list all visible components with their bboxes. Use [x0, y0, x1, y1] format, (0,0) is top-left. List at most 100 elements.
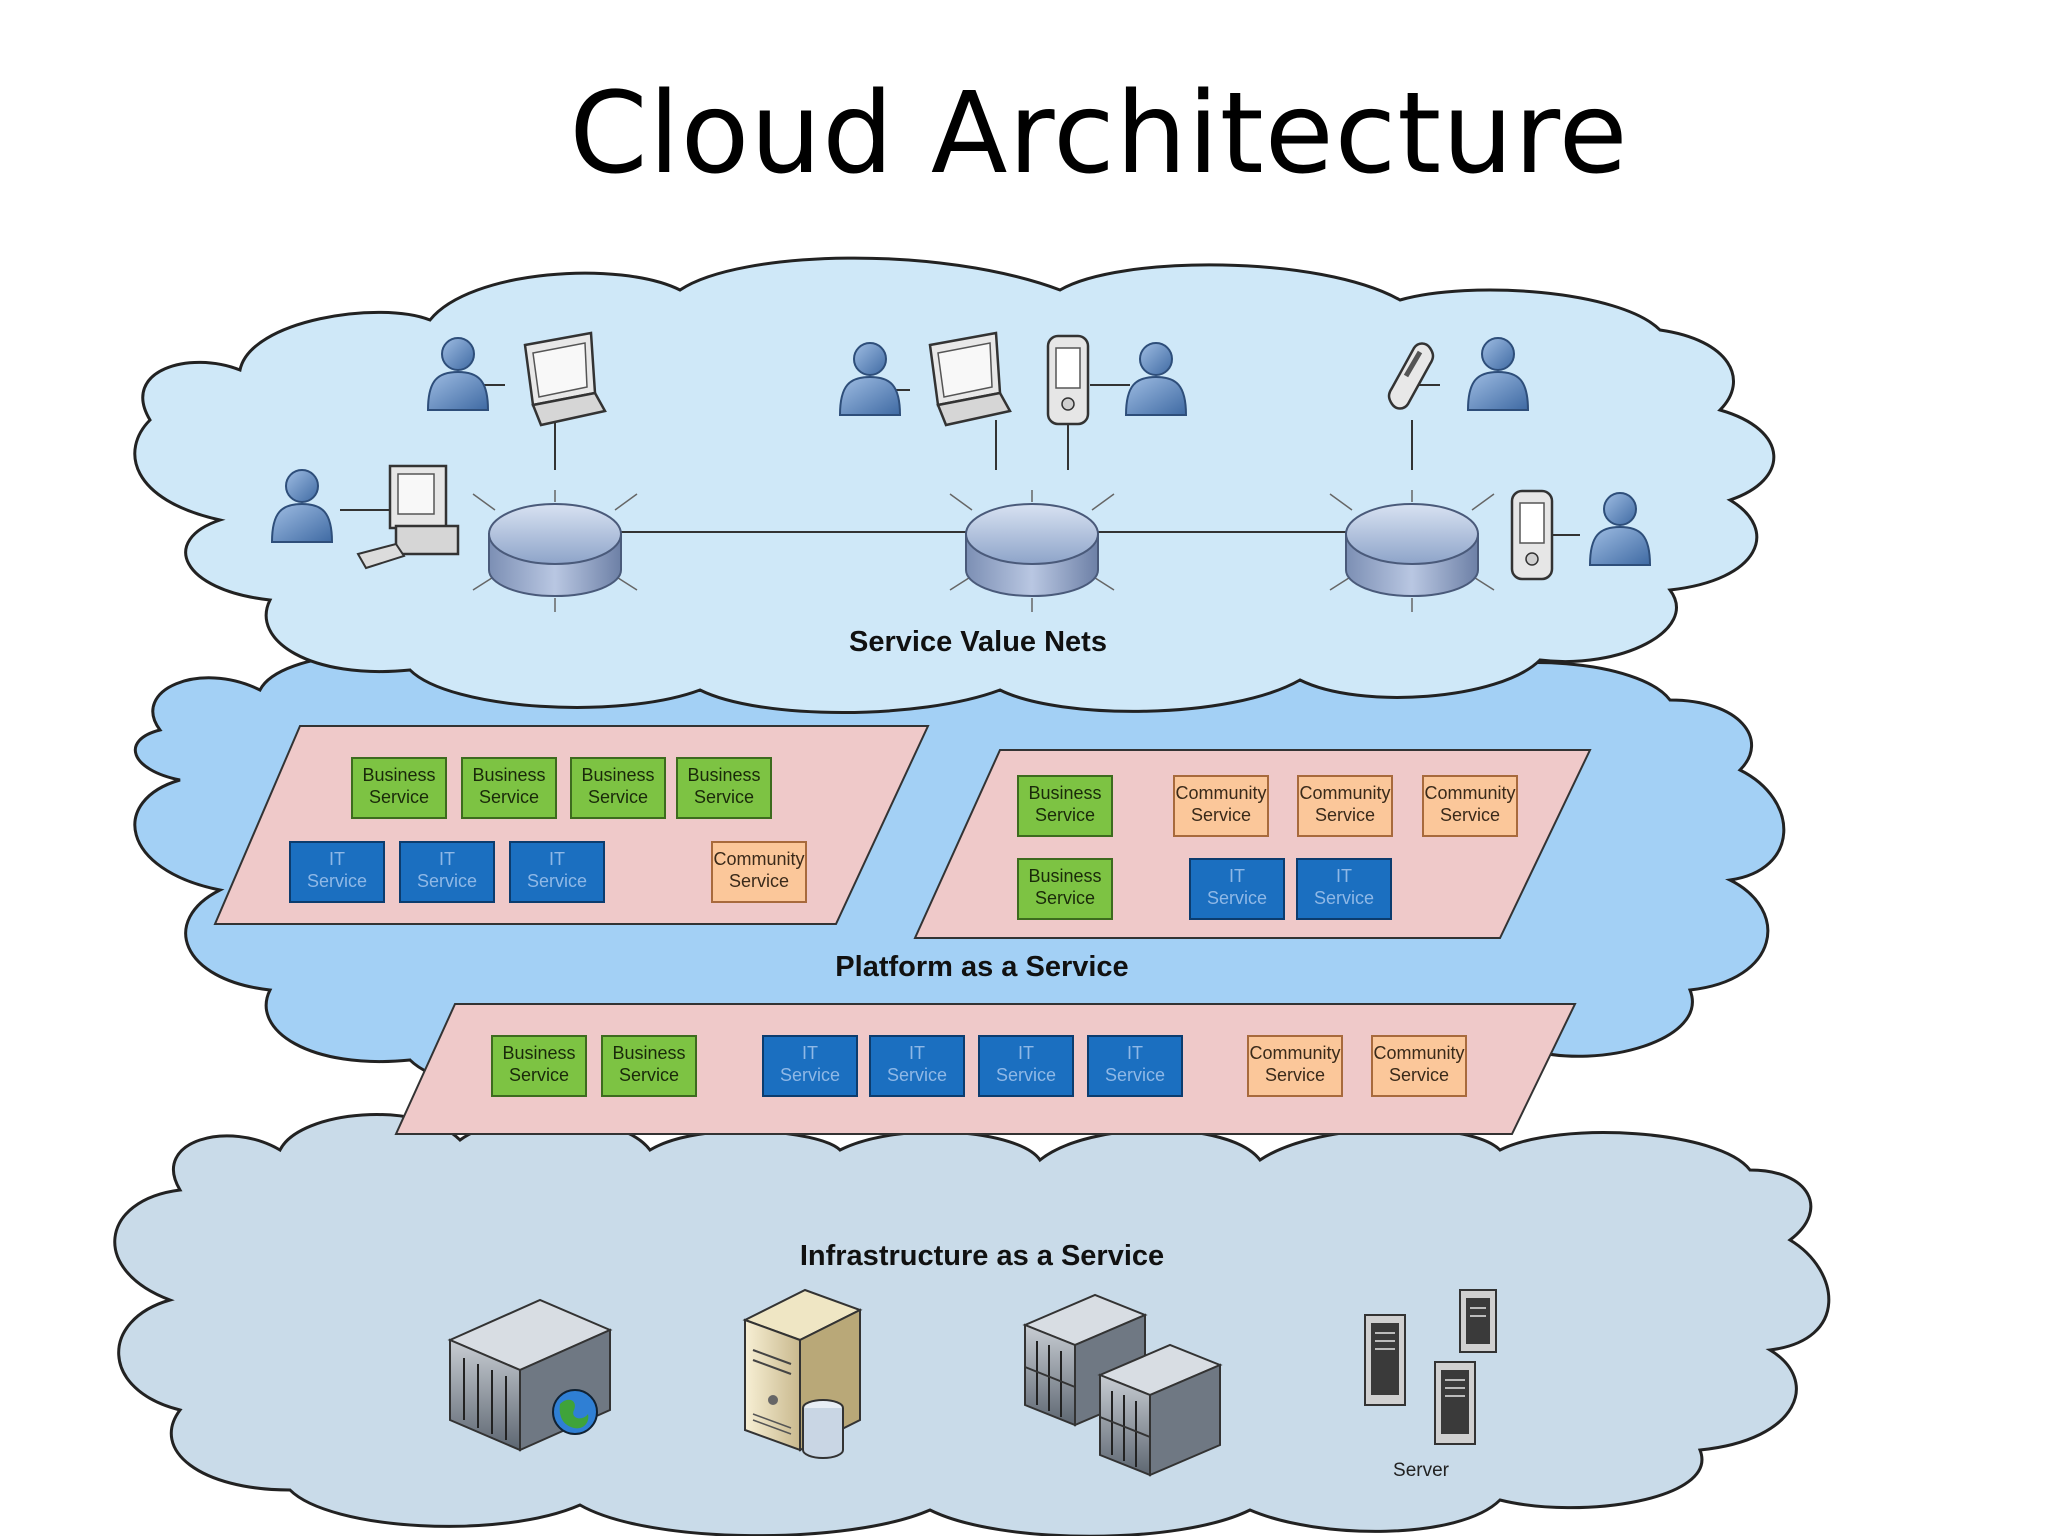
svn-layer-label: Service Value Nets — [849, 626, 1107, 658]
service-box-label: IT — [1336, 866, 1352, 886]
service-box-background — [289, 841, 385, 903]
service-box-background — [1173, 775, 1269, 837]
service-box-label: IT — [1229, 866, 1245, 886]
service-box-label: Business — [1028, 866, 1101, 886]
server-label: Server — [1393, 1460, 1450, 1481]
service-box-label: Service — [369, 787, 429, 807]
service-box-background — [1297, 775, 1393, 837]
service-box-label: IT — [329, 849, 345, 869]
service-box-label: Service — [729, 871, 789, 891]
service-box-background — [1422, 775, 1518, 837]
service-box-label: Community — [713, 849, 804, 869]
service-box-label: Service — [996, 1065, 1056, 1085]
server-tower-icon — [1364, 1289, 1497, 1445]
service-box-label: Service — [1191, 805, 1251, 825]
service-box-background — [601, 1035, 697, 1097]
service-box-background — [399, 841, 495, 903]
service-box-label: Service — [307, 871, 367, 891]
service-box-label: Business — [1028, 783, 1101, 803]
service-box-label: Service — [619, 1065, 679, 1085]
service-box-label: Business — [362, 765, 435, 785]
service-box-label: Service — [1265, 1065, 1325, 1085]
service-box-background — [762, 1035, 858, 1097]
page-title: Cloud Architecture — [569, 69, 1629, 199]
service-box-label: Service — [1035, 805, 1095, 825]
service-box-label: Community — [1175, 783, 1266, 803]
service-box-label: Business — [472, 765, 545, 785]
service-box-label: Community — [1424, 783, 1515, 803]
service-box-label: Service — [527, 871, 587, 891]
web-server-icon — [447, 1298, 613, 1452]
service-box-label: Service — [780, 1065, 840, 1085]
service-box-background — [1189, 858, 1285, 920]
service-box-background — [1017, 775, 1113, 837]
service-box-background — [676, 757, 772, 819]
service-box-background — [1017, 858, 1113, 920]
service-box-background — [351, 757, 447, 819]
service-box-label: IT — [1018, 1043, 1034, 1063]
service-box-label: Service — [417, 871, 477, 891]
service-box-label: Service — [1105, 1065, 1165, 1085]
iaas-layer-label: Infrastructure as a Service — [800, 1240, 1164, 1272]
service-box-label: Service — [479, 787, 539, 807]
service-box-label: Community — [1373, 1043, 1464, 1063]
service-box-background — [509, 841, 605, 903]
server-rack-icon — [1022, 1293, 1223, 1477]
service-box-label: Service — [887, 1065, 947, 1085]
service-box-background — [1087, 1035, 1183, 1097]
service-box-background — [978, 1035, 1074, 1097]
service-box-label: Service — [588, 787, 648, 807]
service-box-label: IT — [439, 849, 455, 869]
pda-icon — [1046, 334, 1090, 426]
paas-layer-label: Platform as a Service — [835, 951, 1128, 983]
database-server-icon — [742, 1288, 863, 1459]
service-box-label: Service — [1315, 805, 1375, 825]
service-box-label: Service — [1207, 888, 1267, 908]
service-box-background — [1296, 858, 1392, 920]
laptop-icon — [928, 331, 1012, 427]
service-box-background — [491, 1035, 587, 1097]
service-box-label: Service — [1314, 888, 1374, 908]
service-box-background — [1371, 1035, 1467, 1097]
service-box-label: Service — [694, 787, 754, 807]
service-box-background — [869, 1035, 965, 1097]
service-box-label: IT — [549, 849, 565, 869]
service-box-background — [1247, 1035, 1343, 1097]
service-box-label: Business — [687, 765, 760, 785]
service-box-label: IT — [802, 1043, 818, 1063]
service-box-label: Business — [502, 1043, 575, 1063]
service-box-label: Service — [1440, 805, 1500, 825]
service-box-label: Community — [1299, 783, 1390, 803]
service-boxes: BusinessServiceBusinessServiceBusinessSe… — [289, 757, 1518, 1097]
service-box-label: Service — [1035, 888, 1095, 908]
service-box-label: Business — [581, 765, 654, 785]
service-box-label: Service — [1389, 1065, 1449, 1085]
iaas-cloud — [113, 1113, 1831, 1536]
service-box-label: Business — [612, 1043, 685, 1063]
service-box-label: Service — [509, 1065, 569, 1085]
service-box-background — [711, 841, 807, 903]
service-box-background — [461, 757, 557, 819]
